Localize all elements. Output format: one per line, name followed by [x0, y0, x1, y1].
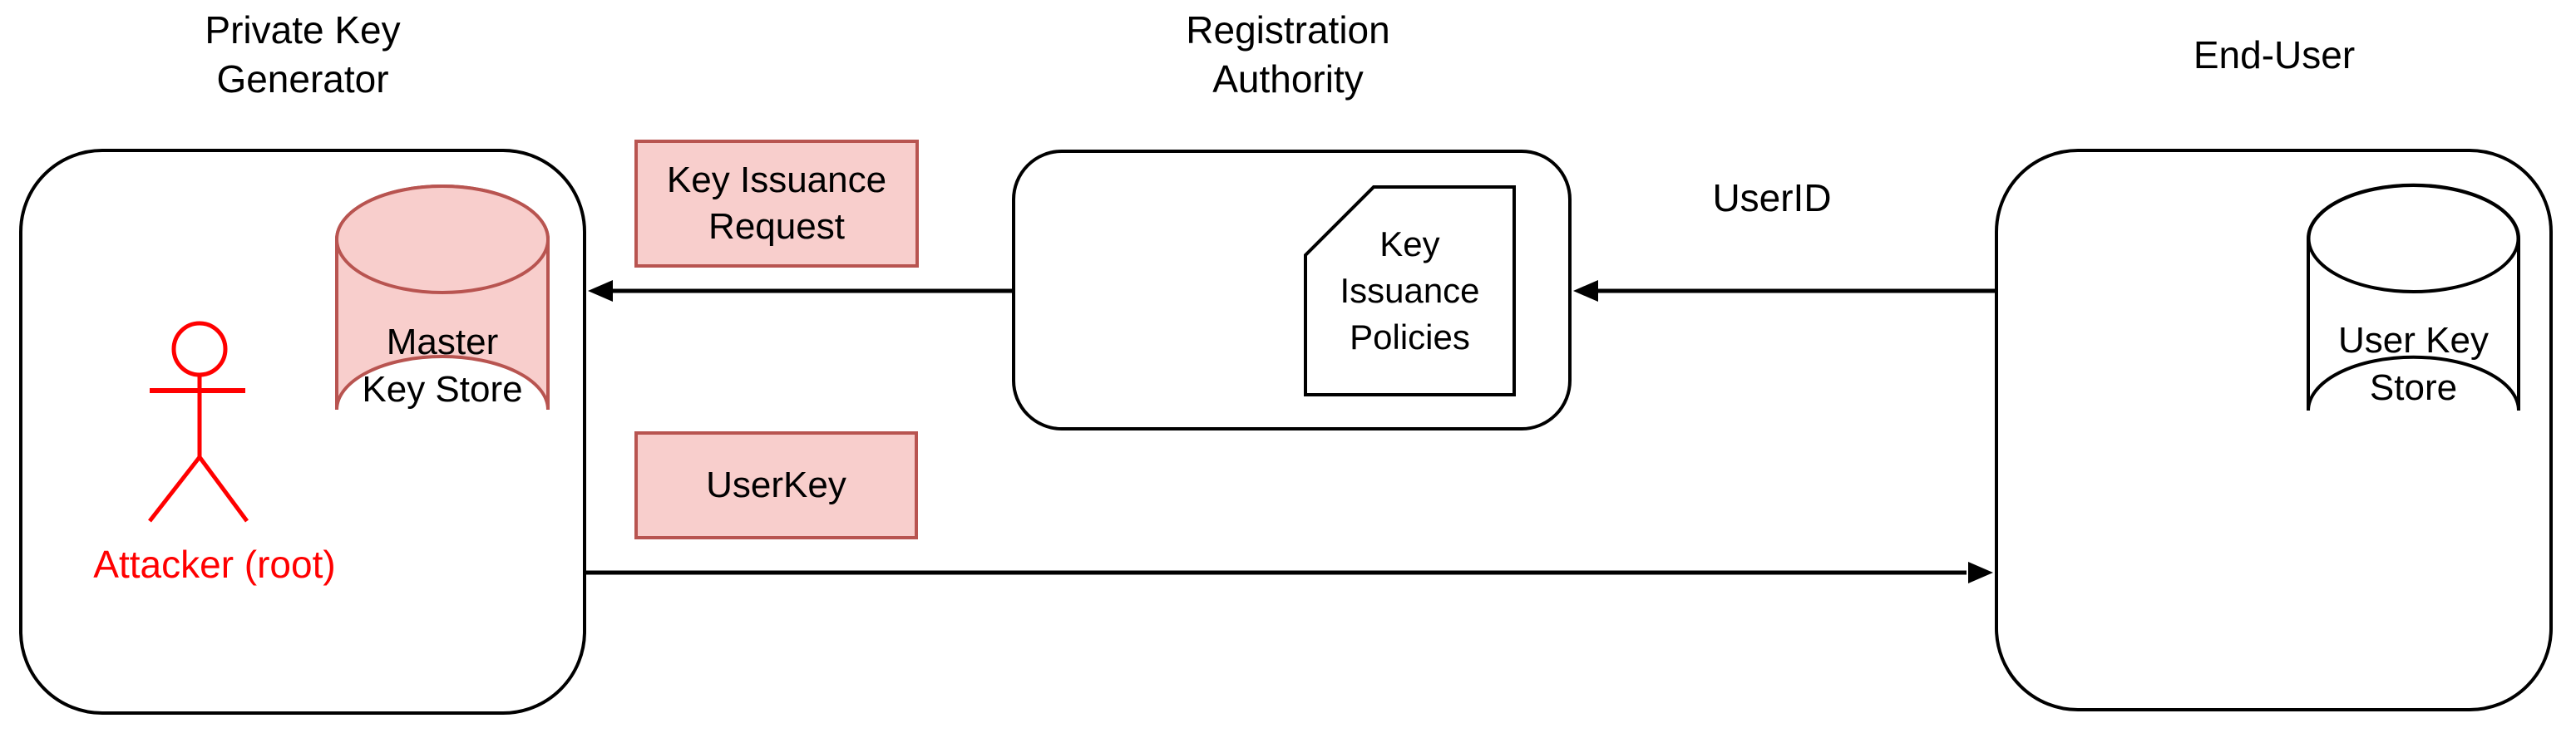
private-key-generator-title: Private Key Generator	[205, 8, 401, 101]
user-id-label: UserID	[1712, 176, 1832, 219]
key-issuance-request-arrow	[588, 280, 1012, 302]
master-key-store-label: Master Key Store	[362, 322, 523, 410]
user-key-store-cylinder	[2307, 183, 2520, 411]
user-id-arrow	[1573, 280, 1995, 302]
key-issuance-policies-document	[1304, 185, 1516, 396]
master-key-store-cylinder	[335, 184, 550, 411]
user-key-label: UserKey	[634, 431, 918, 539]
user-key-store-label: User Key Store	[2338, 320, 2489, 408]
key-issuance-request-label: Key Issuance Request	[634, 140, 919, 268]
attacker-figure-icon	[148, 321, 249, 523]
user-key-arrow	[586, 562, 1993, 583]
registration-authority-title: Registration Authority	[1186, 8, 1390, 101]
attacker-label: Attacker (root)	[93, 543, 336, 586]
key-issuance-policies-label: Key Issuance Policies	[1340, 224, 1480, 357]
end-user-title: End-User	[2193, 32, 2356, 76]
